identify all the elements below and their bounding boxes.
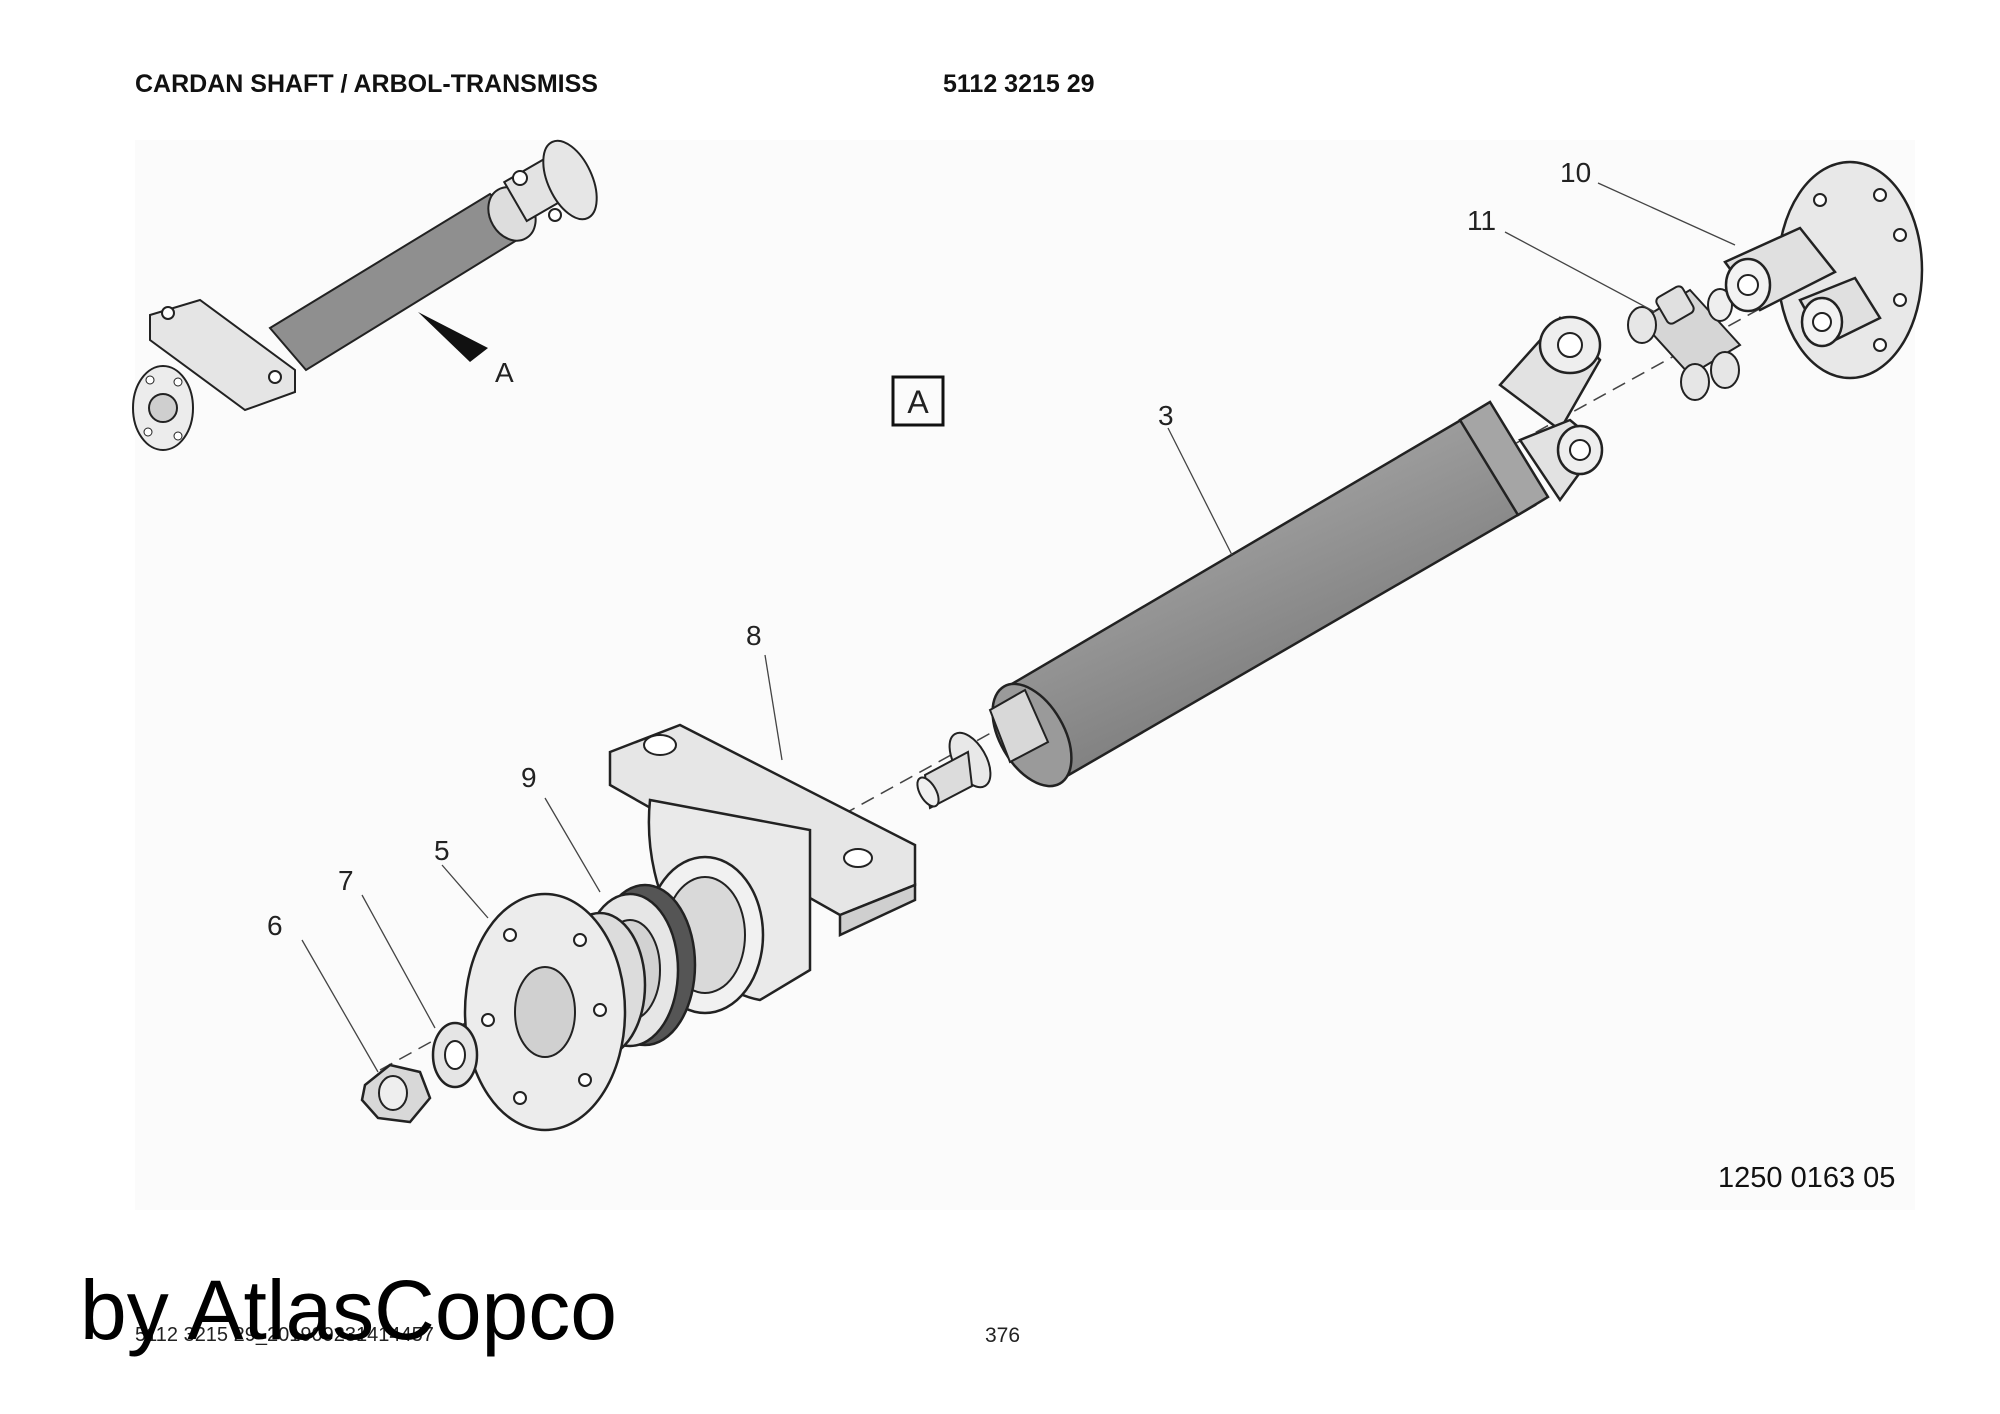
callout-6: 6 [267, 910, 283, 941]
drawing-number: 1250 0163 05 [1718, 1162, 1896, 1194]
callout-3: 3 [1158, 400, 1174, 431]
callout-8: 8 [746, 620, 762, 651]
part-5-flange [463, 892, 647, 1132]
part-11-cross-spider [1627, 285, 1742, 401]
overview-bearing-housing [149, 298, 296, 412]
part-number: 5112 3215 29 [943, 70, 1095, 98]
part-10-flange-yoke [1723, 160, 1924, 380]
view-arrow-icon [418, 312, 488, 362]
callout-9: 9 [521, 762, 537, 793]
callout-7: 7 [338, 865, 354, 896]
watermark: by AtlasCopco [80, 1263, 617, 1357]
part-3-shaft-tube [916, 315, 1604, 810]
part-6-nut [360, 1063, 432, 1124]
part-7-washer [431, 1021, 479, 1089]
view-arrow-label: A [495, 357, 514, 388]
page-title: CARDAN SHAFT / ARBOL-TRANSMISS [135, 70, 598, 98]
leader-lines [301, 182, 1736, 1073]
page-number: 376 [985, 1324, 1021, 1347]
view-a-box-label: A [907, 384, 929, 420]
callout-10: 10 [1560, 157, 1591, 188]
callout-11: 11 [1467, 205, 1496, 236]
overview-assembly: A [132, 139, 598, 451]
view-a-box [891, 375, 945, 427]
footer-code: 5112 3215 29_201909231414457 [135, 1324, 434, 1346]
callout-5: 5 [434, 835, 450, 866]
